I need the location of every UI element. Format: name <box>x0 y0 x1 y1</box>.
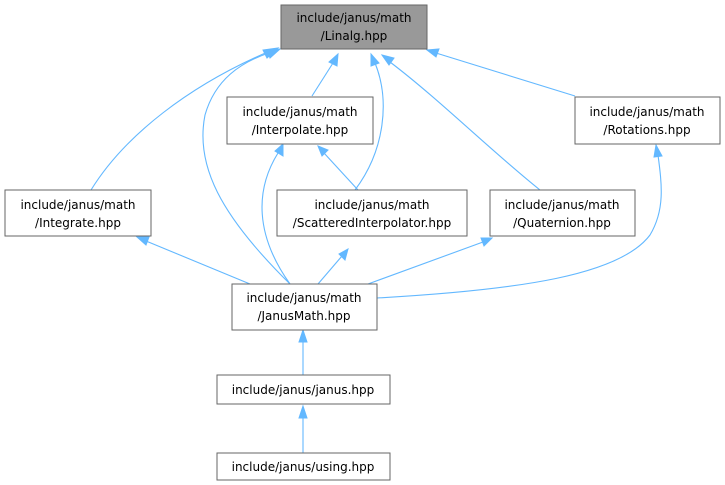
node-rotations-line1: include/janus/math <box>589 105 704 119</box>
node-rotations-line2: /Rotations.hpp <box>603 123 690 137</box>
node-quaternion-line1: include/janus/math <box>504 198 619 212</box>
node-janusmath[interactable]: include/janus/math /JanusMath.hpp <box>231 283 378 331</box>
node-rotations[interactable]: include/janus/math /Rotations.hpp <box>574 96 721 145</box>
edge-scattered-to-interpolate <box>317 145 359 191</box>
node-janusmath-line2: /JanusMath.hpp <box>257 309 350 323</box>
edge-janusmath-to-rotations <box>376 143 663 299</box>
node-janus[interactable]: include/janus/janus.hpp <box>216 374 391 405</box>
node-integrate[interactable]: include/janus/math /Integrate.hpp <box>4 189 152 237</box>
node-interpolate-line1: include/janus/math <box>242 105 357 119</box>
node-linalg-line1: include/janus/math <box>296 11 411 25</box>
edge-janusmath-to-interpolate <box>261 142 291 285</box>
node-janus-label: include/janus/janus.hpp <box>232 383 375 397</box>
node-using[interactable]: include/janus/using.hpp <box>216 452 391 481</box>
edge-janusmath-to-scattered <box>317 247 349 285</box>
edge-rotations-to-linalg <box>425 48 576 97</box>
node-linalg[interactable]: include/janus/math /Linalg.hpp <box>280 4 428 50</box>
node-janusmath-line1: include/janus/math <box>246 291 361 305</box>
node-interpolate[interactable]: include/janus/math /Interpolate.hpp <box>226 96 374 145</box>
edge-interpolate-to-linalg <box>311 52 339 97</box>
edge-quaternion-to-linalg <box>380 54 541 191</box>
edge-janusmath-to-quaternion <box>367 237 494 285</box>
node-integrate-line2: /Integrate.hpp <box>35 216 121 230</box>
node-using-label: include/janus/using.hpp <box>232 460 375 474</box>
node-scattered-line1: include/janus/math <box>314 198 429 212</box>
node-quaternion[interactable]: include/janus/math /Quaternion.hpp <box>489 189 636 237</box>
edge-scattered-to-linalg <box>354 52 384 191</box>
node-linalg-line2: /Linalg.hpp <box>321 29 388 43</box>
edge-janusmath-to-integrate <box>135 236 251 285</box>
node-scattered-line2: /ScatteredInterpolator.hpp <box>293 216 451 230</box>
node-quaternion-line2: /Quaternion.hpp <box>513 216 611 230</box>
edge-janusmath-to-linalg-left <box>202 48 291 285</box>
edge-using-to-janus <box>298 404 308 453</box>
node-integrate-line1: include/janus/math <box>20 198 135 212</box>
node-interpolate-line2: /Interpolate.hpp <box>252 123 349 137</box>
edge-janus-to-janusmath <box>298 328 308 375</box>
node-scattered[interactable]: include/janus/math /ScatteredInterpolato… <box>276 189 468 237</box>
